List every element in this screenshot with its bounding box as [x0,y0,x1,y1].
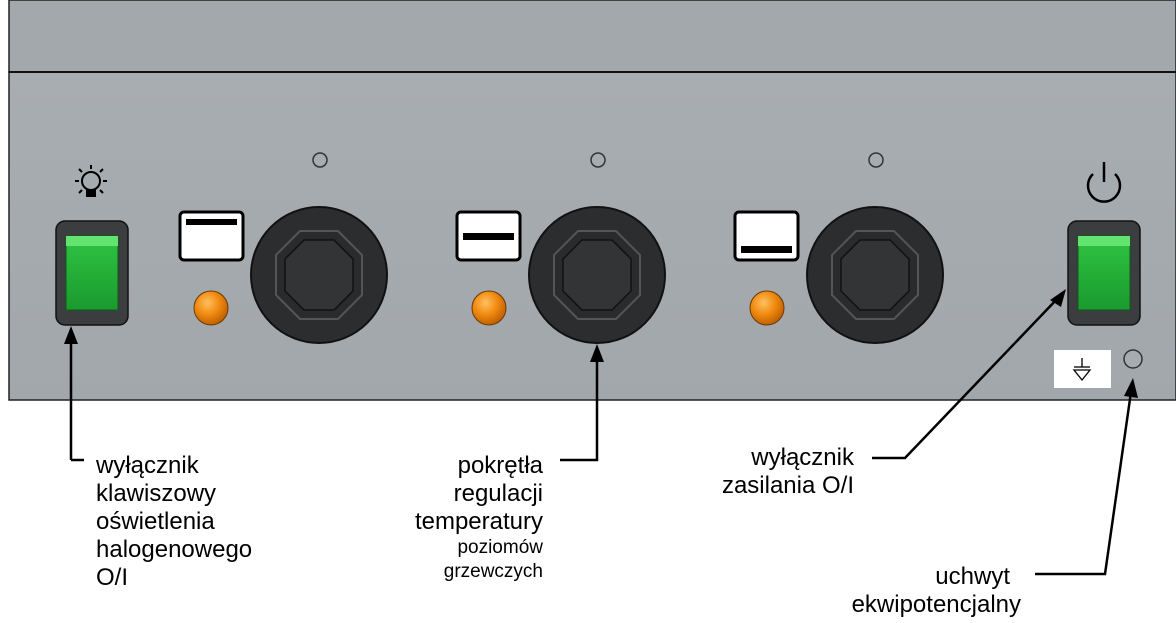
zone-middle-icon [455,210,522,262]
heating-zone-3 [733,152,944,344]
indicator-lamp-1 [193,290,229,326]
temperature-knob-3[interactable] [806,206,944,344]
label-line: ekwipotencjalny [851,591,1021,618]
temperature-knob-2[interactable] [528,206,666,344]
leader-light-switch [64,326,84,462]
label-line: pokrętła [457,452,543,479]
panel-top-housing [8,0,1176,73]
leader-knobs [560,344,604,462]
label-line: halogenowego [96,536,253,563]
label-light-switch: wyłącznik klawiszowy oświetlenia halogen… [96,452,252,592]
label-line: uchwyt [935,563,1010,590]
label-line: oświetlenia [96,508,215,535]
label-line: wyłącznik [96,452,199,479]
indicator-led-2 [590,152,606,168]
label-line: klawiszowy [96,480,217,507]
label-line: regulacji [453,480,543,507]
equipotential-terminal [1123,349,1143,369]
label-knobs: pokrętła regulacji temperatury poziomów … [415,452,543,584]
light-rocker-switch[interactable] [55,220,129,326]
heating-zone-1 [178,152,388,344]
label-power-switch: wyłącznik zasilania O/I [722,444,854,500]
label-line: temperatury [414,508,543,535]
light-bulb-icon [75,165,107,197]
indicator-led-1 [312,152,328,168]
power-rocker-switch[interactable] [1067,220,1141,326]
label-line: grzewczych [443,561,543,582]
label-line: zasilania O/I [721,472,854,499]
indicator-led-3 [868,152,884,168]
label-line: wyłącznik [751,444,854,471]
leader-power-switch [872,289,1066,460]
leader-ground [1035,378,1138,576]
label-line: O/I [96,564,129,591]
zone-top-icon [178,210,245,262]
indicator-lamp-2 [471,290,507,326]
zone-bottom-icon [733,210,800,262]
label-line: poziomów [457,537,543,558]
indicator-lamp-3 [749,290,785,326]
temperature-knob-1[interactable] [250,206,388,344]
power-icon [1086,162,1122,203]
label-ground: uchwyt ekwipotencjalny [852,563,1021,619]
heating-zone-2 [455,152,666,344]
equipotential-ground-icon [1054,350,1111,388]
